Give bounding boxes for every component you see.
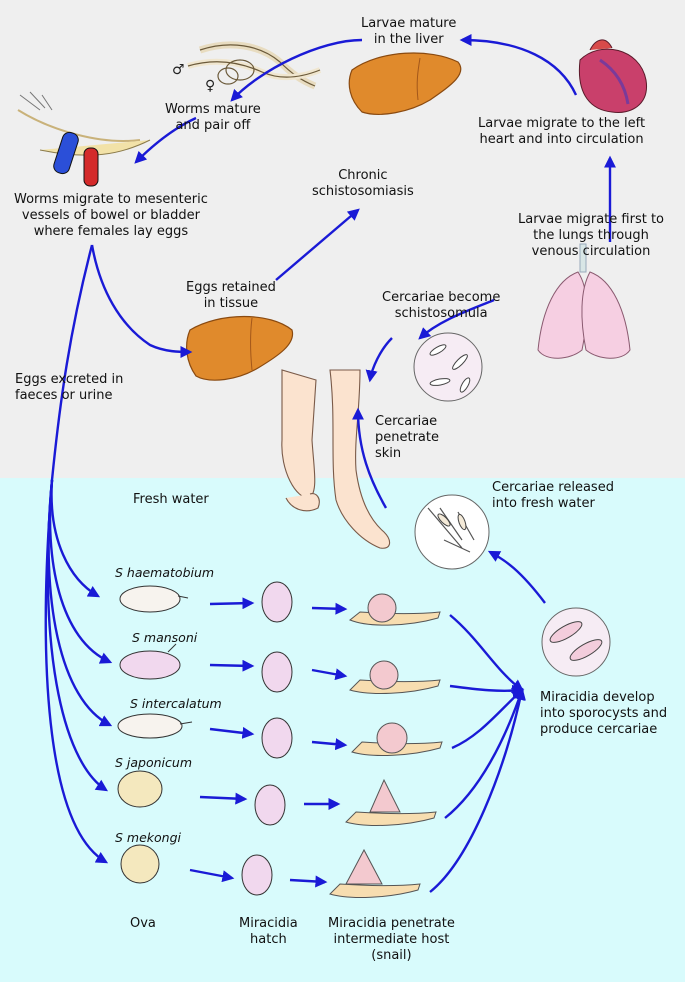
- liver-illustration-middle: [186, 316, 294, 381]
- paired-worms-illustration: [187, 41, 322, 90]
- miracidia-row: [241, 581, 293, 896]
- species-label-intercalatum: S intercalatum: [130, 696, 222, 711]
- heart-illustration: [578, 39, 647, 114]
- flow-arrows: [44, 34, 616, 893]
- egg-mekongi: [120, 844, 160, 884]
- species-label-mekongi: S mekongi: [115, 830, 181, 845]
- mesenteric-vessels-illustration: [17, 91, 151, 187]
- sporocysts-circle-illustration: [541, 607, 611, 677]
- species-label-japonicum: S japonicum: [115, 755, 192, 770]
- schistosomula-circle-illustration: [413, 332, 483, 402]
- label-ova: Ova: [130, 916, 156, 931]
- fresh-water-region: [0, 478, 685, 982]
- egg-haematobium: [119, 585, 189, 613]
- human-legs-illustration: [281, 369, 391, 549]
- male-symbol: ♂: [172, 62, 185, 78]
- snails-row: [329, 593, 443, 898]
- species-label-mansoni: S mansoni: [132, 630, 198, 645]
- lungs-illustration: [537, 243, 631, 359]
- female-symbol: ♀: [205, 78, 215, 94]
- egg-mansoni: [119, 643, 181, 680]
- cercariae-circle-illustration: [414, 494, 490, 570]
- egg-intercalatum: [117, 713, 193, 739]
- egg-japonicum: [117, 770, 163, 808]
- label-fresh-water: Fresh water: [133, 492, 209, 507]
- liver-illustration-top: [348, 52, 462, 115]
- species-label-haematobium: S haematobium: [115, 565, 215, 580]
